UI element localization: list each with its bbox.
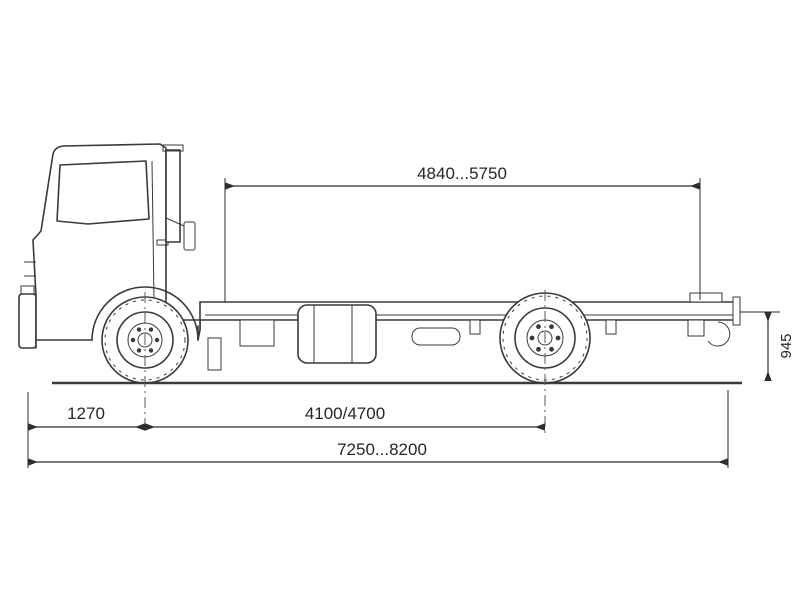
stack-cap bbox=[162, 144, 184, 152]
dimension-wheelbase: 4100/4700 bbox=[145, 404, 545, 431]
air-tank bbox=[411, 327, 461, 346]
mirror-arm bbox=[165, 217, 185, 227]
battery-box bbox=[239, 319, 275, 347]
side-window bbox=[56, 160, 150, 225]
front-bumper bbox=[18, 293, 37, 349]
mud-flap bbox=[207, 337, 222, 371]
fuel-tank bbox=[297, 304, 377, 364]
dimension-top-span-label: 4840...5750 bbox=[417, 164, 507, 183]
grille-lines bbox=[24, 261, 36, 277]
dimension-overall-length: 7250...8200 bbox=[28, 390, 729, 468]
dimension-top-span: 4840...5750 bbox=[224, 164, 701, 302]
dimension-frame-height-label: 945 bbox=[778, 333, 795, 358]
dimension-front-overhang: 1270 bbox=[27, 392, 145, 468]
door-seam bbox=[151, 160, 155, 301]
air-intake-stack bbox=[165, 149, 181, 243]
dimension-frame-height: 945 bbox=[740, 311, 795, 381]
front-wheel-arch bbox=[91, 286, 199, 341]
spring-hanger-rear bbox=[605, 319, 617, 335]
headlight bbox=[20, 285, 35, 295]
rear-crossmember bbox=[689, 292, 723, 303]
rear-bracket bbox=[687, 319, 705, 337]
chassis-frame bbox=[199, 292, 741, 364]
truck-side-view bbox=[18, 143, 742, 433]
mirror bbox=[183, 221, 196, 251]
dimension-wheelbase-label: 4100/4700 bbox=[305, 404, 385, 423]
spring-hanger-front bbox=[469, 319, 481, 335]
rear-end-plate bbox=[732, 296, 741, 326]
tow-hook bbox=[707, 321, 731, 347]
dimension-overall-length-label: 7250...8200 bbox=[337, 440, 427, 459]
dimension-front-overhang-label: 1270 bbox=[67, 404, 105, 423]
